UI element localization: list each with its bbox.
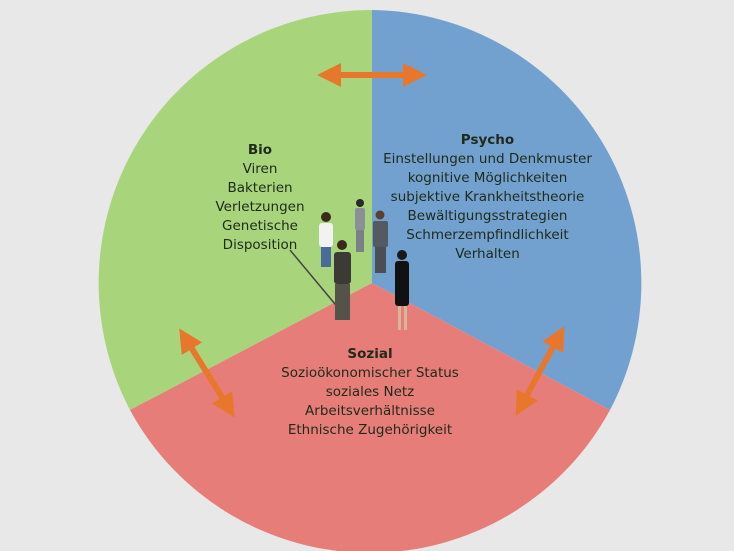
psycho-sector (372, 10, 642, 410)
bio-item: Viren (242, 161, 278, 177)
psycho-title: Psycho (460, 132, 515, 148)
bio-item: Bakterien (227, 180, 293, 196)
sozial-title: Sozial (347, 346, 393, 362)
psycho-item: kognitive Möglichkeiten (407, 170, 568, 186)
bio-item: Verletzungen (215, 199, 305, 215)
psycho-item: Schmerzempfindlichkeit (406, 227, 569, 243)
bio-title: Bio (247, 142, 273, 158)
people-group-icon (289, 199, 409, 330)
psycho-block: Psycho Einstellungen und Denkmuster kogn… (380, 131, 595, 264)
sozial-sector (130, 283, 610, 551)
bio-item: Genetische (222, 218, 298, 234)
sozial-item: Sozioökonomischer Status (281, 365, 459, 381)
psycho-item: Einstellungen und Denkmuster (383, 151, 592, 167)
sozial-block: Sozial Sozioökonomischer Status soziales… (275, 345, 465, 440)
sozial-item: soziales Netz (325, 384, 415, 400)
psycho-item: Verhalten (455, 246, 520, 262)
bio-sector (98, 9, 372, 411)
sozial-item: Ethnische Zugehörigkeit (287, 422, 453, 438)
psycho-item: subjektive Krankheitstheorie (390, 189, 585, 205)
sozial-item: Arbeitsverhältnisse (305, 403, 435, 419)
psycho-item: Bewältigungsstrategien (407, 208, 568, 224)
arrow-bio-sozial-icon (179, 328, 235, 418)
bio-block: Bio Viren Bakterien Verletzungen Genetis… (205, 141, 315, 255)
bio-item: Disposition (222, 237, 298, 253)
arrow-psycho-sozial-icon (515, 326, 565, 416)
